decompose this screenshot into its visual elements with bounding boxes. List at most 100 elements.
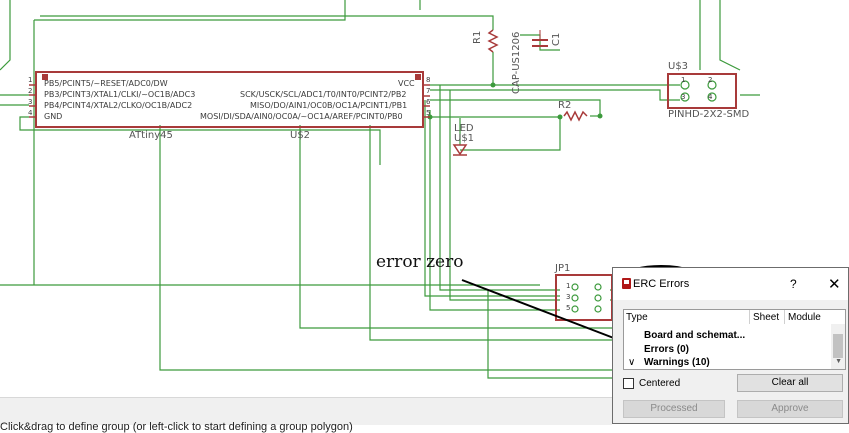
r2-label: R2: [558, 100, 572, 111]
tree-scrollbar-thumb[interactable]: [833, 334, 843, 358]
led-symbol: [452, 144, 468, 156]
wire: [430, 116, 561, 151]
jp1-name-label: JP1: [555, 263, 571, 274]
header-pin-number: 1: [681, 76, 686, 84]
wire: [369, 125, 620, 341]
led-value-label: LED: [454, 123, 474, 134]
status-bar: [0, 397, 612, 425]
jp1-pin-number: 3: [566, 293, 571, 301]
wire: [299, 125, 612, 329]
jp1-pin: [571, 283, 579, 291]
wire: [449, 90, 560, 301]
tree-row-errors[interactable]: Errors (0): [644, 344, 690, 355]
ic-value-label: ATtiny45: [129, 130, 173, 141]
led-name-label: U$1: [454, 133, 475, 144]
junction-dot: [490, 82, 496, 88]
ic-pin-label: PB3/PCINT3/XTAL1/CLKI/~OC1B/ADC3: [44, 90, 196, 99]
header-u3-name-label: U$3: [668, 61, 689, 72]
header-pin: [680, 80, 690, 90]
jp1-pin: [571, 294, 579, 302]
header-pin-number: 2: [708, 76, 713, 84]
r1-label: R1: [472, 30, 483, 44]
ic-pin-label: GND: [44, 112, 63, 121]
ic-pin-label: SCK/USCK/SCL/ADC1/T0/INT0/PCINT2/PB2: [240, 90, 407, 99]
ic-pin-number: 1: [28, 76, 33, 84]
ic-attiny45-body: [35, 71, 424, 128]
ic-pin-number: 6: [426, 98, 431, 106]
dialog-title: ERC Errors: [633, 278, 690, 290]
ic-corner-marker: [415, 74, 421, 80]
centered-label: Centered: [639, 378, 681, 389]
annotation-arrow: [461, 279, 633, 346]
wire: [424, 100, 560, 297]
clear-all-button[interactable]: Clear all: [737, 374, 843, 392]
ic-name-label: U$2: [290, 130, 311, 141]
tree-row-board-and-schematic[interactable]: Board and schemat...: [644, 330, 746, 341]
column-header-type[interactable]: Type: [626, 312, 648, 323]
tree-row-warnings[interactable]: Warnings (10): [644, 357, 710, 368]
wire: [19, 116, 381, 165]
column-header-module[interactable]: Module: [788, 312, 821, 323]
ic-pin-number: 5: [426, 109, 431, 117]
close-button[interactable]: ✕: [828, 276, 841, 293]
header-pin: [680, 92, 690, 102]
wire: [430, 99, 601, 116]
ic-pin-label: MOSI/DI/SDA/AIN0/OC0A/~OC1A/AREF/PCINT0/…: [200, 112, 403, 121]
wire: [429, 110, 560, 311]
wire: [439, 85, 560, 291]
dialog-titlebar[interactable]: ERC Errors ? ✕: [613, 268, 848, 300]
resistor-r2-symbol: [563, 110, 588, 122]
column-divider: [749, 310, 750, 324]
header-pin: [707, 92, 717, 102]
column-header-sheet[interactable]: Sheet: [753, 312, 780, 323]
header-pin-number: 3: [681, 93, 686, 101]
ic-pin1-marker: [42, 74, 48, 80]
jp1-pin: [594, 283, 602, 291]
junction-dot: [597, 113, 603, 119]
approve-button[interactable]: Approve: [737, 400, 843, 418]
wire: [159, 125, 612, 371]
header-jp1-body: [555, 274, 613, 321]
wire: [34, 0, 346, 21]
erc-errors-dialog: ERC Errors ? ✕ Type Sheet Module Board a…: [612, 267, 849, 424]
jp1-pin-number: 1: [566, 282, 571, 290]
wire: [719, 0, 741, 71]
c1-value-label: CAP-US1206: [511, 31, 522, 94]
wire: [430, 89, 680, 101]
jp1-pin: [571, 305, 579, 313]
jp1-pin: [594, 294, 602, 302]
chevron-down-icon[interactable]: ∨: [628, 357, 636, 368]
header-u3-value-label: PINHD-2X2-SMD: [668, 109, 750, 120]
ic-pin-label: PB5/PCINT5/~RESET/ADC0/DW: [44, 79, 168, 88]
schematic-canvas[interactable]: [0, 0, 849, 424]
ic-pin-number: 4: [28, 109, 33, 117]
ic-pin-number: 2: [28, 87, 33, 95]
wire: [40, 15, 494, 30]
jp1-pin-number: 5: [566, 304, 571, 312]
status-text: Click&drag to define group (or left-clic…: [0, 421, 353, 433]
wire: [520, 34, 560, 51]
processed-button[interactable]: Processed: [623, 400, 725, 418]
ic-pin-number: 8: [426, 76, 431, 84]
wire: [0, 0, 11, 71]
help-button[interactable]: ?: [790, 277, 797, 291]
ic-pin-label: MISO/DO/AIN1/OC0B/OC1A/PCINT1/PB1: [250, 101, 408, 110]
header-pin: [707, 80, 717, 90]
ic-pin-label: PB4/PCINT4/XTAL2/CLKO/OC1B/ADC2: [44, 101, 193, 110]
column-divider: [784, 310, 785, 324]
header-u3-body: [667, 73, 737, 109]
eagle-app-icon: [622, 278, 631, 289]
jp1-pin: [594, 305, 602, 313]
erc-tree-view[interactable]: Type Sheet Module Board and schemat... E…: [623, 309, 846, 370]
resistor-r1-symbol: [487, 29, 499, 53]
ic-pin-number: 3: [28, 98, 33, 106]
wire: [487, 290, 612, 379]
c1-name-label: C1: [551, 32, 562, 46]
junction-dot: [557, 114, 563, 120]
annotation-text: error zero: [376, 252, 464, 272]
ic-pin-number: 7: [426, 87, 431, 95]
centered-checkbox[interactable]: [623, 378, 634, 389]
ic-pin-label: VCC: [398, 79, 415, 88]
header-pin-number: 4: [708, 93, 713, 101]
scroll-down-icon[interactable]: ▼: [835, 358, 842, 365]
